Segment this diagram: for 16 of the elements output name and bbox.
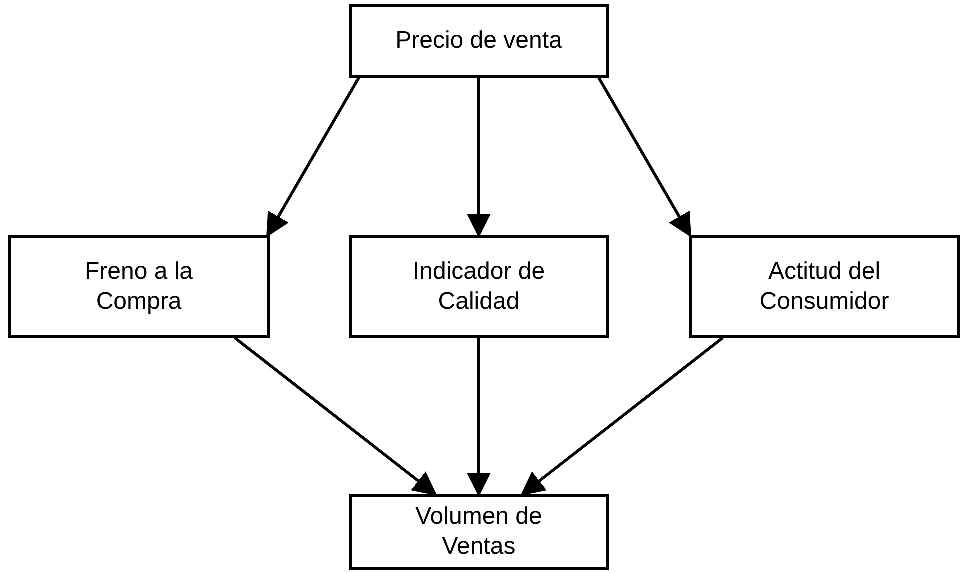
process-box	[8, 235, 270, 338]
arrow	[467, 338, 491, 497]
process-box	[349, 235, 609, 338]
arrow	[598, 77, 692, 238]
arrow	[520, 336, 724, 496]
arrow	[266, 77, 360, 238]
process-box	[349, 4, 609, 78]
arrow	[467, 78, 491, 238]
process-box	[349, 494, 609, 570]
box-label: Volumen de Ventas	[414, 502, 544, 562]
box-label: Freno a la Compra	[84, 256, 194, 316]
box-label: Indicador de Calidad	[412, 256, 546, 316]
box-label: Actitud del Consumidor	[758, 256, 890, 316]
box-label: Precio de venta	[396, 26, 562, 56]
process-box	[689, 235, 960, 338]
arrow	[234, 336, 438, 496]
